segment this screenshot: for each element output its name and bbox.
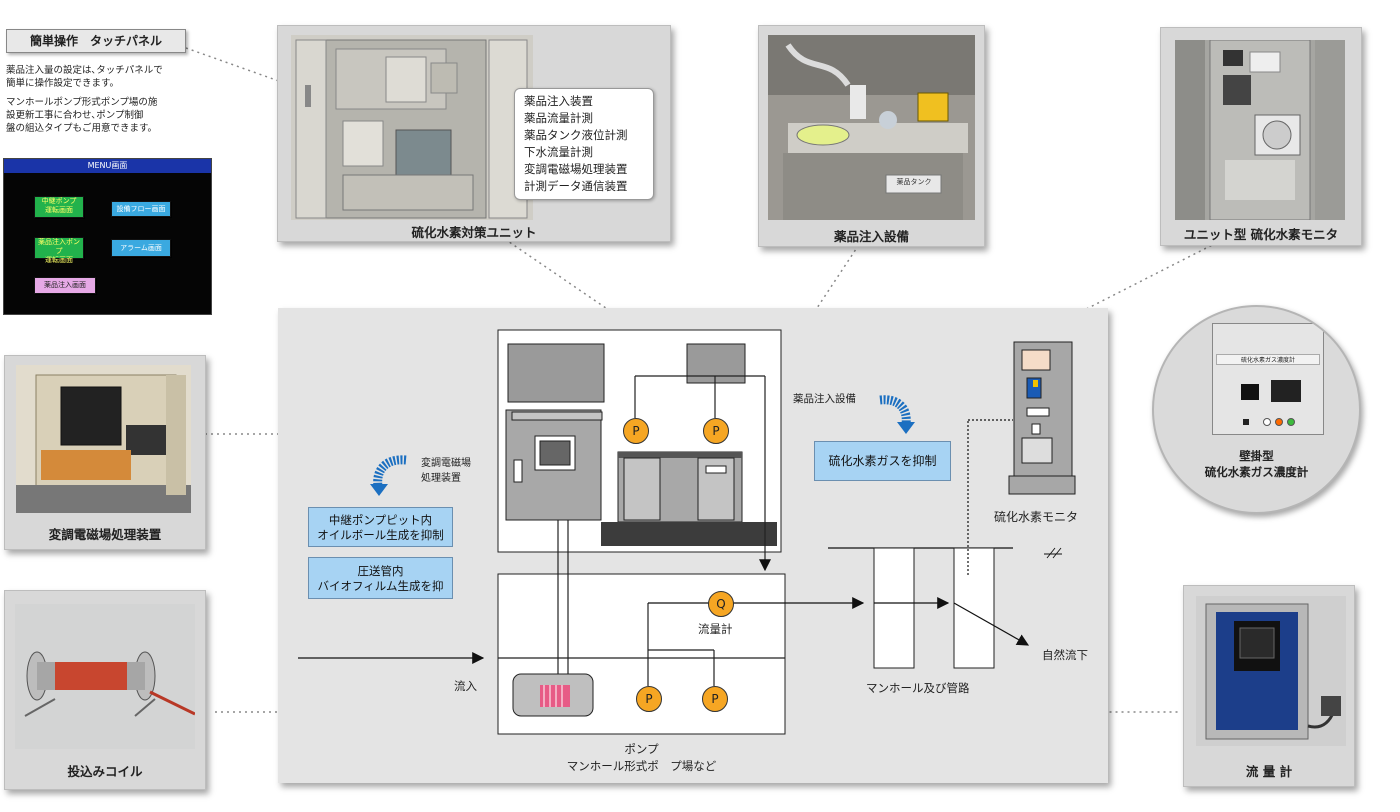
monitor-unit-caption: ユニット型 硫化水素モニタ <box>1183 227 1339 242</box>
monitor-unit-photo <box>1175 40 1345 220</box>
h2s-unit-photo <box>291 35 533 220</box>
pump-badge: P <box>702 686 728 712</box>
flow-meter-illustration <box>1196 596 1346 746</box>
monitor-unit-card: ユニット型 硫化水素モニタ <box>1160 27 1362 246</box>
em-device-photo <box>16 365 191 513</box>
em-illustration <box>16 365 191 513</box>
flowmeter-badge: Q <box>708 591 734 617</box>
wall-meter-circle: 硫化水素ガス濃度計 壁掛型 硫化水素ガス濃度計 <box>1152 305 1361 514</box>
pump-badge: P <box>703 418 729 444</box>
manhole-label: マンホール及び管路 <box>866 681 970 695</box>
coil-photo <box>15 604 195 749</box>
callout-item: 薬品流量計測 <box>524 111 593 125</box>
desc-line: 設更新工事に合わせ､ポンプ制御 <box>6 110 144 121</box>
pump-station-label: マンホール形式ポ プ場など <box>566 759 717 773</box>
meter-switch <box>1243 419 1249 425</box>
desc-line: マンホールポンプ形式ポンプ場の施 <box>6 97 158 108</box>
coil-card: 投込みコイル <box>4 590 206 790</box>
meter-display <box>1241 384 1259 400</box>
inflow-label: 流入 <box>454 679 477 693</box>
pump-label: ポンプ <box>624 742 659 756</box>
flow-meter-label: 流量計 <box>698 622 733 636</box>
chem-tank-label: 薬品タンク <box>896 178 932 186</box>
wall-meter-panel: 硫化水素ガス濃度計 <box>1212 323 1324 435</box>
unit-callout: 薬品注入装置 薬品流量計測 薬品タンク液位計測 下水流量計測 変調電磁場処理装置… <box>514 88 654 200</box>
touch-panel-title: 簡単操作 タッチパネル <box>6 29 186 53</box>
callout-item: 薬品タンク液位計測 <box>524 128 628 142</box>
coil-caption: 投込みコイル <box>67 764 143 779</box>
coil-illustration <box>15 604 195 749</box>
menu-title-bar: MENU画面 <box>4 159 211 173</box>
callout-item: 計測データ通信装置 <box>524 179 628 193</box>
gas-suppress-box: 硫化水素ガスを抑制 <box>814 441 951 481</box>
wall-meter-caption-2: 硫化水素ガス濃度計 <box>1204 465 1309 479</box>
chem-illustration <box>768 35 975 220</box>
wall-meter-caption-1: 壁掛型 <box>1239 449 1274 463</box>
callout-item: 変調電磁場処理装置 <box>524 162 628 176</box>
wall-meter-panel-label: 硫化水素ガス濃度計 <box>1216 354 1320 365</box>
chem-equipment-label: 薬品注入設備 <box>793 393 856 405</box>
flow-meter-caption: 流 量 計 <box>1245 764 1293 779</box>
touch-panel-description: 薬品注入量の設定は､タッチパネルで 簡単に操作設定できます。 マンホールポンプ形… <box>6 64 206 135</box>
pump-badge: P <box>623 418 649 444</box>
chem-equipment-photo <box>768 35 975 220</box>
menu-title: MENU画面 <box>87 161 128 170</box>
alarm-screen-button[interactable]: アラーム画面 <box>111 239 171 257</box>
chem-injection-button[interactable]: 薬品注入画面 <box>34 277 96 294</box>
pump-badge: P <box>636 686 662 712</box>
lamp-white <box>1263 418 1271 426</box>
chem-caption: 薬品注入設備 <box>833 229 909 244</box>
desc-line: 簡単に操作設定できます。 <box>6 78 120 89</box>
system-diagram: P P Q P P 流量計 変調電磁場 処理装置 中継ポンプピット内 オイルボー… <box>278 308 1108 783</box>
natural-flow-label: 自然流下 <box>1042 648 1088 662</box>
em-label-2: 処理装置 <box>421 473 461 484</box>
monitor-illustration <box>1175 40 1345 220</box>
h2s-unit-card: 薬品注入装置 薬品流量計測 薬品タンク液位計測 下水流量計測 変調電磁場処理装置… <box>277 25 671 242</box>
callout-item: 下水流量計測 <box>524 145 593 159</box>
unit-caption: 硫化水素対策ユニット <box>411 225 537 240</box>
callout-item: 薬品注入装置 <box>524 94 593 108</box>
cabinet-illustration <box>291 35 533 220</box>
desc-line: 盤の組込タイプもご用意できます。 <box>6 123 158 134</box>
flow-meter-card: 流 量 計 <box>1183 585 1355 787</box>
chem-equipment-card: 薬品タンク 薬品注入設備 <box>758 25 985 247</box>
relay-pump-button[interactable]: 中継ポンプ 運転画面 <box>34 196 84 218</box>
em-caption: 変調電磁場処理装置 <box>48 527 162 542</box>
oil-ball-box: 中継ポンプピット内 オイルボール生成を抑制 <box>308 507 453 547</box>
meter-display-2 <box>1271 380 1301 402</box>
desc-line: 薬品注入量の設定は､タッチパネルで <box>6 65 163 76</box>
flow-screen-button[interactable]: 設備フロー画面 <box>111 201 171 217</box>
flow-meter-photo <box>1196 596 1346 746</box>
em-label-1: 変調電磁場 <box>421 458 471 469</box>
monitor-label: 硫化水素モニタ <box>994 510 1079 524</box>
em-device-card: 変調電磁場処理装置 <box>4 355 206 550</box>
menu-screen: MENU画面 中継ポンプ 運転画面 設備フロー画面 薬品注入ポンプ 運転画面 ア… <box>3 158 212 315</box>
lamp-orange <box>1275 418 1283 426</box>
biofilm-box: 圧送管内 バイオフィルム生成を抑 <box>308 557 453 599</box>
lamp-green <box>1287 418 1295 426</box>
chem-pump-button[interactable]: 薬品注入ポンプ 運転画面 <box>34 237 84 264</box>
